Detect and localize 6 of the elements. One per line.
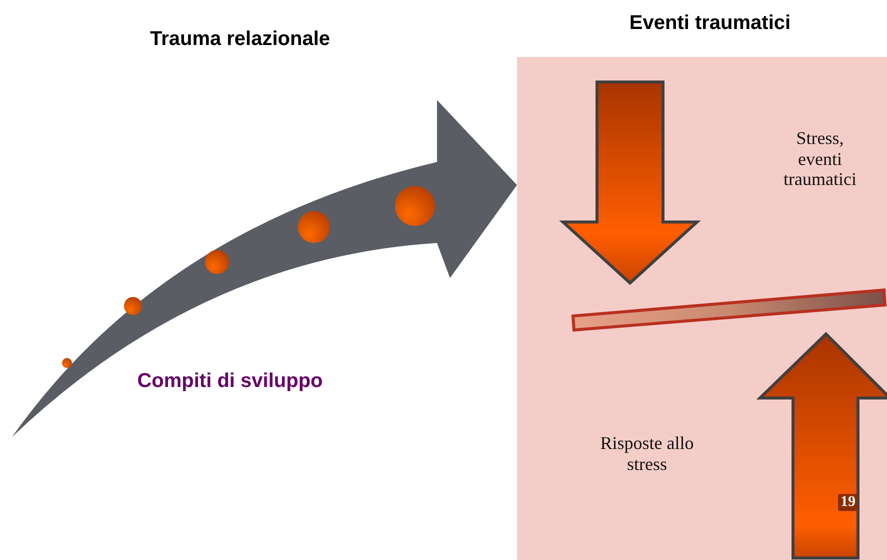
annotation: Risposte allo stress: [599, 433, 695, 474]
page-number: 19: [838, 494, 858, 512]
arrow-label: Compiti di sviluppo: [136, 370, 324, 393]
annotation: Stress, eventi traumatici: [782, 128, 858, 190]
heading: Trauma relazionale: [148, 28, 332, 51]
heading: Eventi traumatici: [628, 12, 792, 35]
